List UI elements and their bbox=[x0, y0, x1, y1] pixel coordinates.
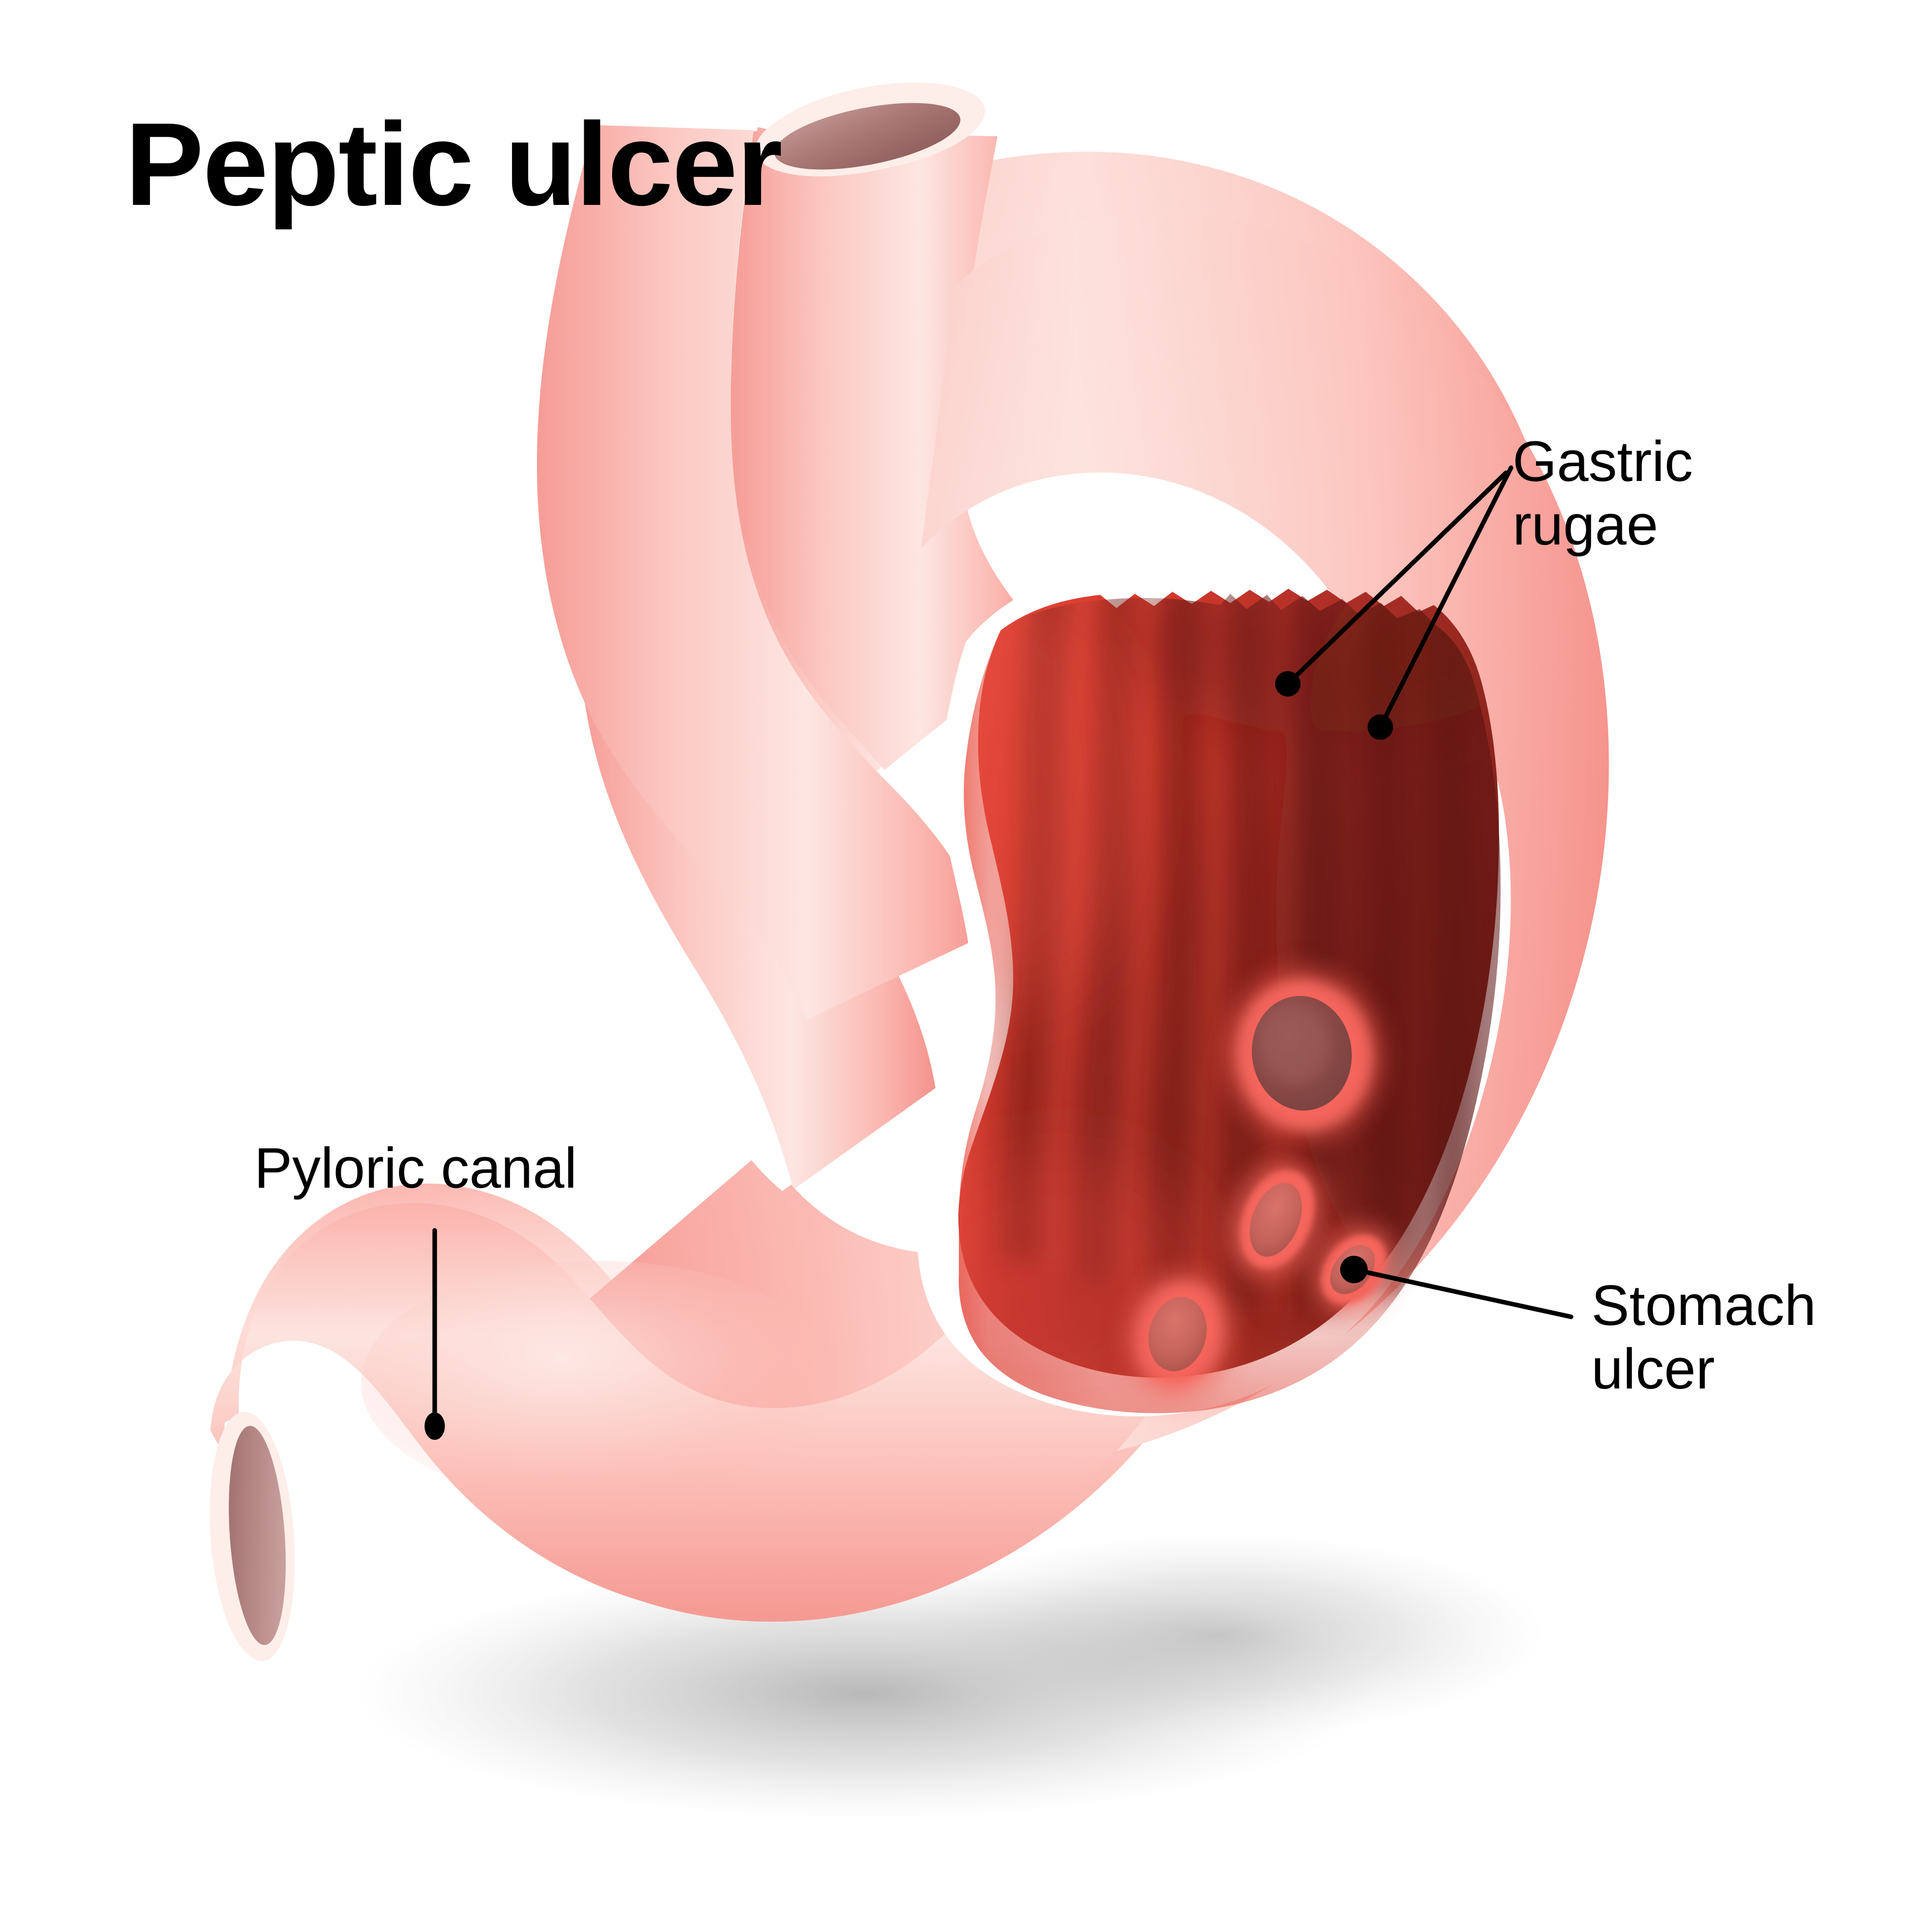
esophagus-to-cardia bbox=[537, 125, 988, 1020]
dot-gastric-rugae-1 bbox=[1275, 671, 1301, 697]
ulcer-large bbox=[1218, 960, 1390, 1150]
leader-dots bbox=[425, 671, 1393, 1440]
ulcer-lower-left bbox=[1122, 1266, 1237, 1403]
dot-pyloric-canal bbox=[425, 1412, 445, 1440]
stomach-final bbox=[209, 86, 1609, 1659]
leader-lines bbox=[432, 465, 1574, 1429]
esophageal-orifice bbox=[755, 86, 974, 176]
ulcer-large-floor-sheen bbox=[1260, 1007, 1329, 1083]
ulcer-group bbox=[1122, 960, 1400, 1403]
ulcer-middle bbox=[1224, 1153, 1330, 1285]
dot-stomach-ulcer bbox=[1340, 1256, 1368, 1283]
label-pyloric-canal: Pyloric canal bbox=[254, 1136, 577, 1200]
ulcer-middle-floor bbox=[1250, 1183, 1302, 1257]
drop-shadow bbox=[356, 1533, 1546, 1820]
pyloric-orifice bbox=[209, 1411, 295, 1659]
page-title: Peptic ulcer bbox=[125, 99, 782, 230]
dot-gastric-rugae-2 bbox=[1368, 714, 1393, 740]
leader-gastric-rugae-2 bbox=[1378, 465, 1514, 730]
label-gastric-rugae: Gastric rugae bbox=[1513, 430, 1693, 557]
leader-stomach-ulcer bbox=[1351, 1267, 1574, 1319]
ulcer-lower-floor bbox=[1148, 1296, 1207, 1372]
duodenum-sheen bbox=[361, 1261, 839, 1505]
label-stomach-ulcer: Stomach ulcer bbox=[1591, 1274, 1816, 1401]
leader-gastric-rugae-1 bbox=[1285, 470, 1508, 686]
